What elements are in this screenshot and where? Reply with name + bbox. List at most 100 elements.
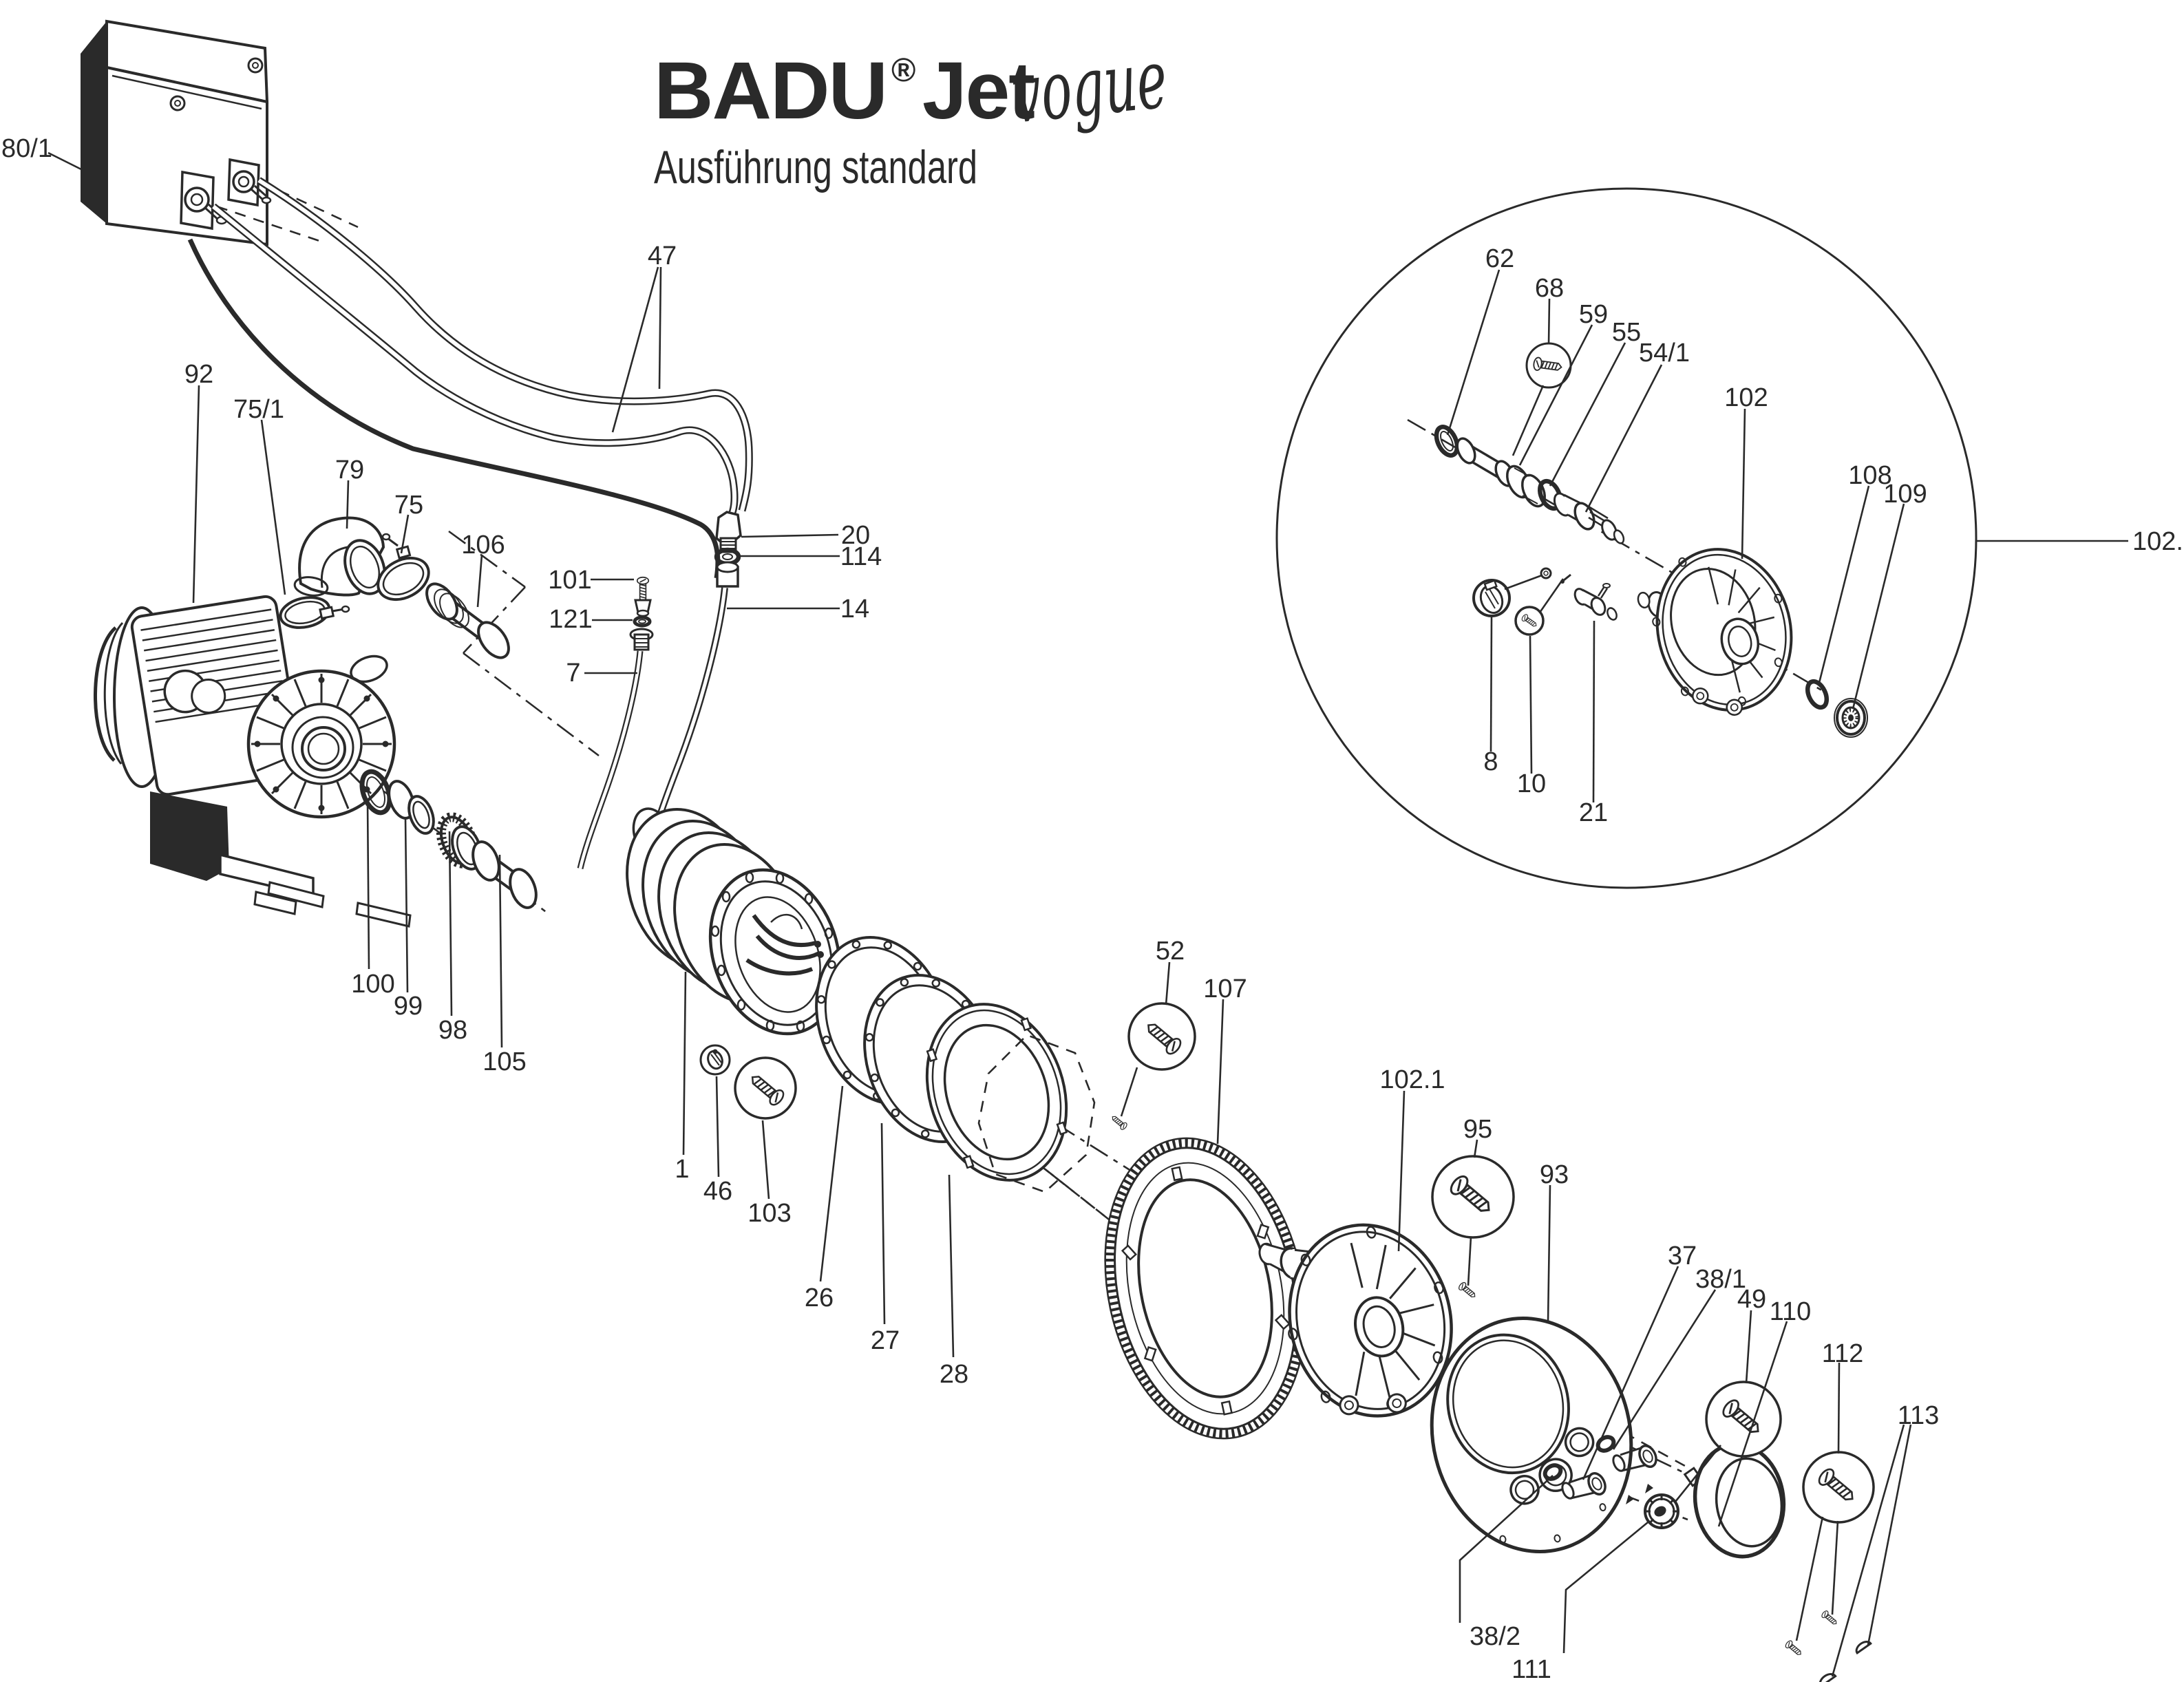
circled-screw-49 (1705, 1381, 1782, 1458)
callout-68: 68 (1535, 274, 1564, 303)
callout-28: 28 (940, 1360, 968, 1389)
callout-92: 92 (184, 360, 213, 389)
clamp-8 (1472, 579, 1511, 617)
callout-26: 26 (805, 1284, 834, 1312)
callout-79: 79 (335, 456, 364, 485)
o-ring-62 (1434, 425, 1460, 458)
callout-114: 114 (840, 542, 882, 571)
cable-gland-left (180, 170, 228, 231)
title-block: BADU ® Jet vogue Ausführung standard (654, 31, 1171, 193)
dome-cover-110 (1683, 1442, 1786, 1559)
callout-110: 110 (1770, 1297, 1812, 1326)
callout-112: 112 (1822, 1339, 1864, 1368)
callout-27: 27 (871, 1326, 900, 1355)
callout-109: 109 (1883, 480, 1927, 509)
callout-103: 103 (748, 1199, 791, 1228)
o-ring-100 (359, 769, 392, 816)
callout-46: 46 (703, 1177, 732, 1206)
caps-113 (1819, 1641, 1872, 1682)
callout-55: 55 (1612, 318, 1641, 347)
callout-20: 20 (841, 521, 870, 550)
callout-99: 99 (394, 992, 423, 1021)
lid-screw-icon (247, 57, 264, 74)
callout-38-1: 38/1 (1695, 1265, 1746, 1294)
union-37b (1612, 1445, 1657, 1472)
detail-circle (1275, 187, 1978, 889)
circled-screw-103 (734, 1056, 797, 1120)
hose-clamp-75 (377, 533, 430, 602)
callout-38-2: 38/2 (1470, 1622, 1520, 1651)
lid-screw-icon (169, 95, 186, 111)
brand-text: BADU (654, 45, 887, 136)
hose-clamp-75-1 (279, 596, 350, 629)
o-ring-121 (633, 615, 652, 628)
callout-52: 52 (1156, 937, 1185, 966)
union-37a (1561, 1472, 1607, 1500)
callout-75: 75 (394, 491, 423, 520)
flange-102 (1637, 548, 1793, 716)
callout-101: 101 (548, 566, 591, 595)
valve-21 (1573, 583, 1618, 621)
callout-75-1: 75/1 (233, 395, 284, 424)
callout-95: 95 (1463, 1115, 1492, 1144)
callout-121: 121 (549, 605, 592, 634)
callout-102-1-right: 102.1 (2132, 527, 2184, 556)
pump-volute (246, 654, 412, 928)
niche-outline-dashed (977, 1034, 1096, 1193)
callout-1: 1 (675, 1155, 689, 1184)
callout-21: 21 (1579, 798, 1608, 827)
callout-100: 100 (351, 970, 394, 999)
callout-111: 111 (1512, 1655, 1551, 1682)
circled-screw-10 (1514, 606, 1545, 636)
air-screw-101 (634, 576, 652, 617)
circled-screw-52 (1110, 1002, 1196, 1131)
callout-59: 59 (1579, 300, 1608, 329)
callout-93: 93 (1540, 1160, 1569, 1189)
callout-102: 102 (1724, 383, 1768, 412)
conduit-tubes (211, 177, 753, 532)
callout-47: 47 (648, 242, 677, 270)
hose-106 (425, 582, 510, 659)
callout-49: 49 (1737, 1285, 1766, 1314)
control-box (81, 19, 359, 246)
trim-ring-107 (1104, 1137, 1306, 1440)
callout-113: 113 (1898, 1401, 1940, 1430)
adapter-54-1 (1553, 492, 1625, 544)
series-script-text: vogue (1008, 31, 1171, 142)
retaining-ring-small (1540, 567, 1552, 579)
callout-108: 108 (1848, 461, 1891, 490)
callout-102-1-main: 102.1 (1379, 1065, 1445, 1094)
callout-106: 106 (461, 531, 505, 560)
callout-80-1: 80/1 (1, 134, 52, 163)
face-plate-93 (1430, 1317, 1633, 1553)
callout-14: 14 (840, 595, 869, 624)
tube-7 (577, 628, 654, 870)
callout-107: 107 (1203, 975, 1247, 1003)
washer-38-1 (1595, 1435, 1616, 1453)
cable-gland-20 (715, 511, 742, 553)
callout-62: 62 (1485, 244, 1514, 273)
callout-98: 98 (438, 1016, 467, 1045)
niche-housing (626, 807, 842, 1036)
subtitle-text: Ausführung standard (654, 141, 977, 193)
coupling-99 (388, 780, 435, 835)
nozzle-parts (1542, 1435, 1657, 1504)
callout-labels: 80/1 47 92 75/1 79 75 106 101 121 7 20 1… (1, 134, 2184, 1682)
plug-109 (1834, 698, 1868, 738)
registered-mark: ® (891, 52, 915, 89)
cable-gland-right (227, 158, 272, 207)
pipe-105 (471, 840, 538, 909)
circled-screw-95 (1431, 1155, 1515, 1301)
callout-105: 105 (483, 1047, 526, 1076)
knob-111 (1644, 1493, 1679, 1529)
sleeve-59 (1506, 465, 1546, 508)
pump-head-102-1 (1258, 1223, 1453, 1418)
callout-37: 37 (1668, 1242, 1697, 1270)
wires (752, 914, 816, 948)
callout-7: 7 (566, 659, 580, 688)
callout-54-1: 54/1 (1639, 339, 1690, 368)
callout-10: 10 (1517, 769, 1546, 798)
circled-clamp-46 (699, 1044, 731, 1076)
